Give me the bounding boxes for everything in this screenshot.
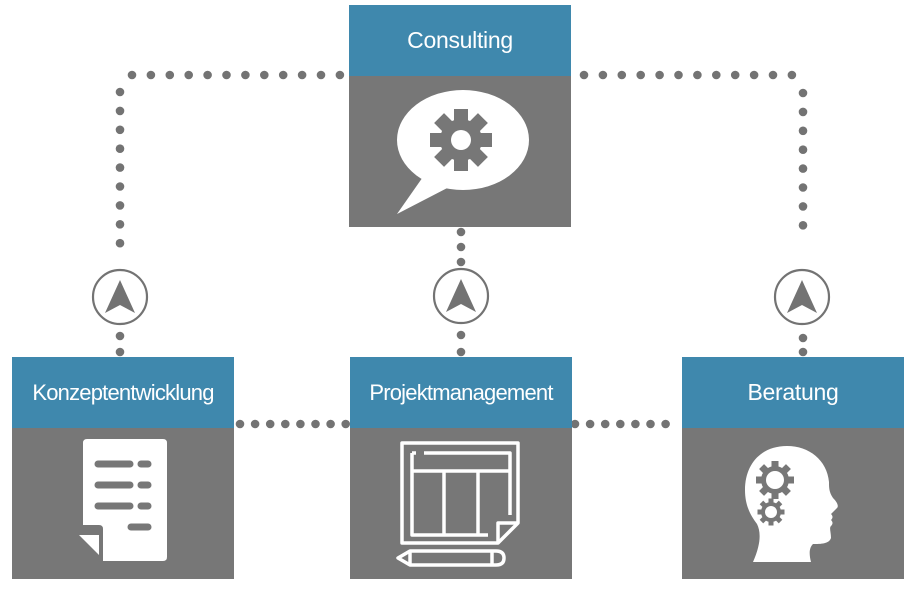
arrow-up-icon [787,280,817,313]
connector-dot-top-right [712,70,721,80]
connector-dot-left [115,87,125,97]
node-body [349,76,571,227]
connector-dot-bottom-left [311,419,320,429]
connector-dot-bottom-right [570,419,580,429]
connector-dot-left [115,201,125,210]
connector-dot-top-left [335,70,345,80]
head-gears-icon [745,445,838,562]
connector-dot-right [798,333,808,343]
node-body [350,428,572,579]
connector-dot-right [798,164,808,173]
connector-dot-right [798,183,808,192]
connector-dot-left [115,347,125,357]
node-body [12,428,234,579]
connector-dot-center [456,347,466,357]
connector-dot-top-right [693,70,702,80]
arrow-up-circle-icon [432,267,490,325]
node-label: Beratung [747,379,839,405]
connector-dot-bottom-left [341,419,351,429]
connector-dot-bottom-left [326,419,335,429]
connector-dot-top-left [184,70,193,80]
connector-dot-bottom-right [616,419,625,429]
node-beratung[interactable]: Beratung [682,357,904,579]
connector-dot-right [798,107,808,117]
speech-bubble-gear-icon [397,89,529,214]
connector-dot-center [456,257,466,267]
node-label: Konzeptentwicklung [32,379,214,405]
connector-dot-bottom-left [296,419,305,429]
connector-dot-top-left [297,70,307,80]
connector-dot-right [798,202,808,211]
connector-dot-top-left [127,70,137,80]
connector-dot-left [115,125,125,135]
connector-dot-bottom-right [600,419,610,429]
connector-dot-top-right [636,70,645,80]
connector-dot-left [115,106,125,116]
node-konzeptentwicklung[interactable]: Konzeptentwicklung [12,357,234,579]
connector-dot-right [798,88,808,98]
connector-dot-right [798,221,808,230]
node-header: Consulting [349,5,571,76]
document-list-icon [79,438,167,561]
connector-dot-bottom-left [265,419,275,429]
connector-dot-top-left [241,70,250,80]
node-label: Projektmanagement [369,379,553,405]
connector-dot-top-left [146,70,156,80]
node-header: Projektmanagement [350,357,572,428]
connector-dot-top-right [655,70,664,80]
arrow-up-icon [105,280,135,313]
connector-dot-top-right [579,70,589,80]
connector-dot-bottom-left [235,419,245,429]
connector-dot-top-left [222,70,231,80]
node-body [682,428,904,579]
connector-dot-right [798,347,808,357]
arrow-up-circle-icon [773,268,831,326]
connector-dot-right [798,126,808,136]
connector-dot-left [115,163,125,172]
connector-dot-left [115,238,125,248]
connector-dot-top-right [749,70,759,80]
connector-dot-top-left [260,70,269,80]
connector-dot-top-right [598,70,608,80]
node-label: Consulting [407,27,513,53]
connector-dot-center [456,242,466,252]
connector-dot-top-right [674,70,683,80]
connector-dot-left [115,144,125,153]
connector-dot-left [115,182,125,191]
arrow-up-icon [446,279,476,312]
connector-dot-top-right [768,70,778,80]
connector-dot-left [115,220,125,229]
connector-dot-top-left [165,70,175,80]
connector-dot-top-right [787,70,797,80]
node-header: Beratung [682,357,904,428]
connector-dot-top-left [203,70,212,80]
connector-dot-center [456,330,466,340]
connector-dot-left [115,331,125,341]
connector-dot-top-right [617,70,627,80]
connector-dot-right [798,145,808,154]
connector-dot-top-left [278,70,288,80]
connector-dot-bottom-right [646,419,655,429]
connector-dot-bottom-right [585,419,595,429]
connector-dot-bottom-left [250,419,260,429]
connector-dot-bottom-right [631,419,640,429]
connector-dot-top-left [316,70,326,80]
connector-dot-bottom-right [661,419,670,429]
connector-dot-bottom-left [281,419,290,429]
blueprint-pencil-icon [396,440,520,567]
node-consulting[interactable]: Consulting [349,5,571,227]
arrow-up-circle-icon [91,268,149,326]
connector-dot-top-right [730,70,740,80]
node-header: Konzeptentwicklung [12,357,234,428]
node-projektmanagement[interactable]: Projektmanagement [350,357,572,579]
connector-dot-center [456,227,466,237]
